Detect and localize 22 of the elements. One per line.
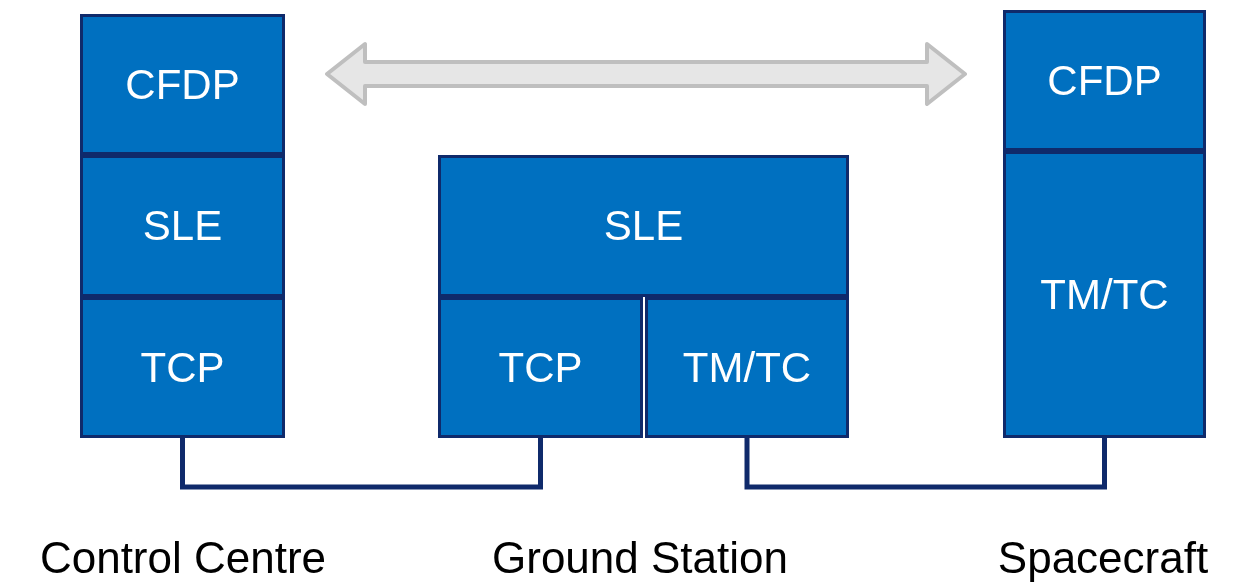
box-label: TCP <box>140 346 225 389</box>
protocol-box <box>80 14 285 155</box>
box-label: SLE <box>603 205 684 247</box>
connector-line <box>180 438 543 490</box>
protocol-box <box>1003 151 1206 438</box>
box-label: SLE <box>142 205 223 247</box>
box-label: CFDP <box>1047 59 1162 102</box>
box-label: TCP <box>498 346 583 389</box>
group-caption: Spacecraft <box>997 536 1209 580</box>
protocol-box <box>80 297 285 438</box>
group-caption: Ground Station <box>492 536 788 580</box>
box-label: TM/TC <box>1040 273 1169 316</box>
group-caption: Control Centre <box>39 536 327 580</box>
connector-line <box>744 438 1107 490</box>
double-arrow <box>325 42 967 106</box>
protocol-box <box>1003 10 1206 151</box>
box-label: CFDP <box>125 63 240 106</box>
box-label: TM/TC <box>682 346 812 389</box>
protocol-box <box>80 155 285 297</box>
protocol-box <box>438 155 849 297</box>
protocol-box <box>645 297 849 438</box>
protocol-box <box>438 297 643 438</box>
